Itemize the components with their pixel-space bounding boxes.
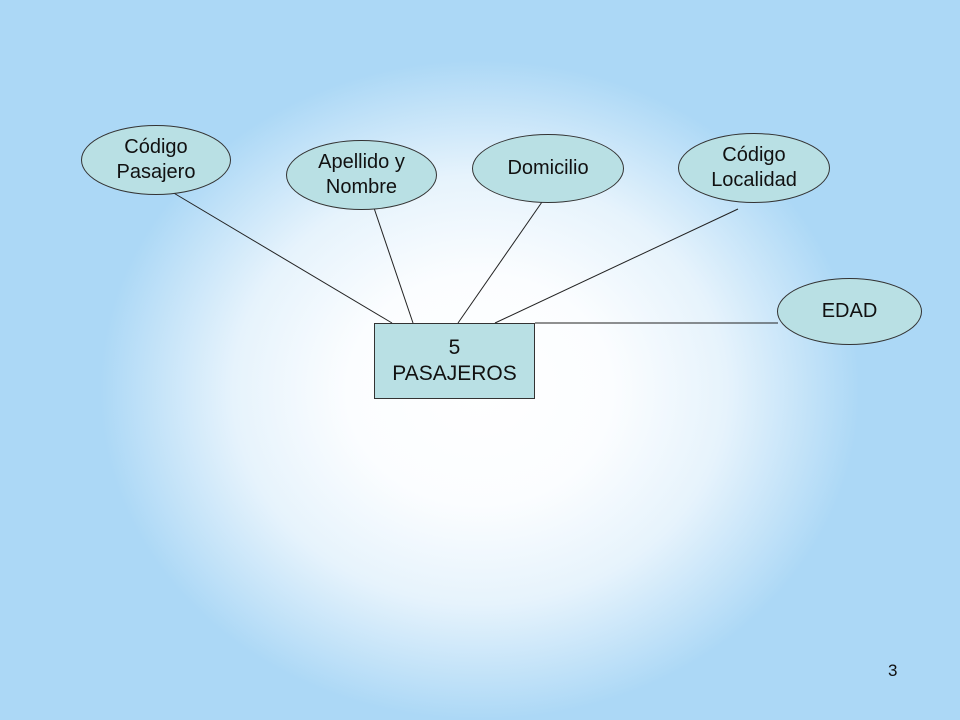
attribute-label: Código Localidad [711, 144, 797, 191]
attribute-label: Código Pasajero [116, 136, 196, 183]
connector-apellido-nombre [373, 207, 414, 324]
attribute-edad: EDAD [777, 278, 922, 345]
connector-domicilio [457, 201, 543, 324]
attribute-domicilio: Domicilio [472, 134, 624, 203]
entity-label: 5 PASAJEROS [392, 336, 517, 385]
attribute-label: Apellido y Nombre [318, 151, 405, 198]
attribute-apellido-nombre: Apellido y Nombre [286, 140, 437, 210]
attribute-codigo-pasajero: Código Pasajero [81, 125, 231, 195]
attribute-codigo-localidad: Código Localidad [678, 133, 830, 203]
connector-codigo-pasajero [171, 191, 393, 324]
entity-pasajeros: 5 PASAJEROS [374, 323, 535, 399]
page-number: 3 [888, 661, 898, 680]
attribute-label: EDAD [821, 300, 878, 322]
attribute-label: Domicilio [507, 157, 589, 179]
connector-codigo-localidad [494, 208, 739, 324]
